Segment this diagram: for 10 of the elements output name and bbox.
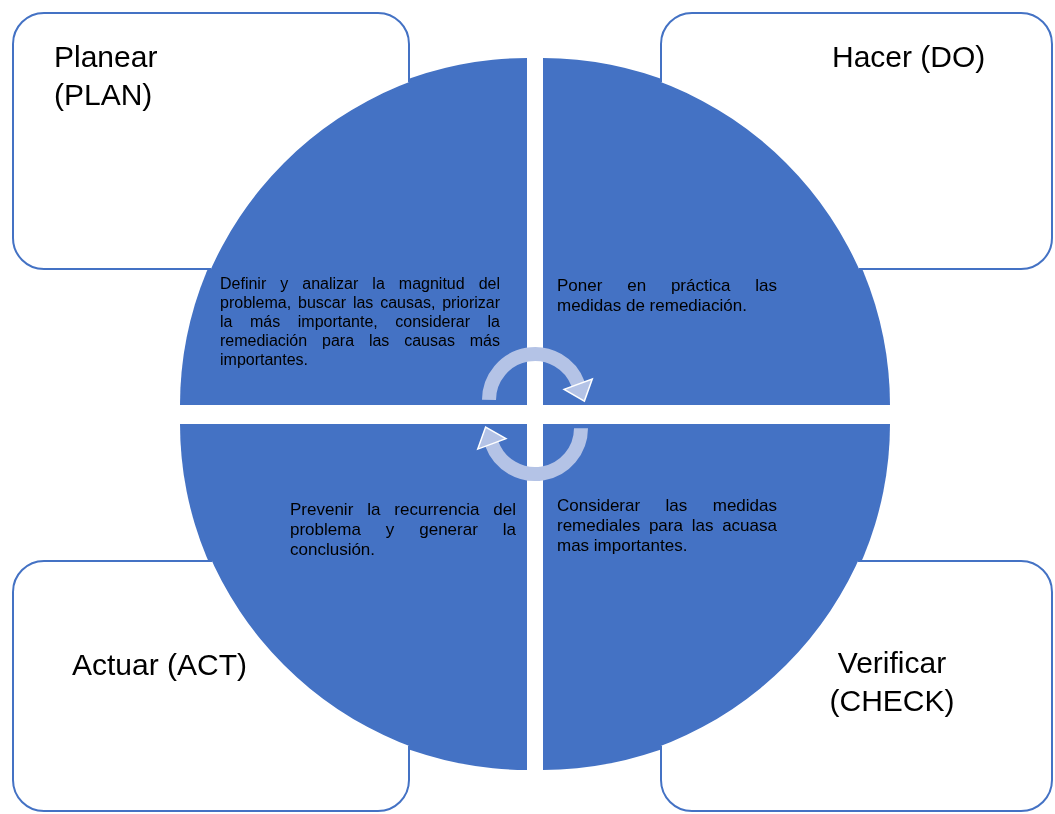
cycle-arrow [477, 426, 588, 481]
phase-title: Verificar (CHECK) [828, 645, 956, 719]
step-description: Prevenir la recurrencia del problema y generar la conclusión. [290, 500, 516, 560]
step-description: Definir y analizar la magnitud del problema, buscar las causas, priorizar la más importante, considerar la remediación para las causas más importantes. [220, 274, 500, 369]
phase-title: Actuar (ACT) [72, 647, 249, 683]
step-description: Considerar las medidas remediales para las acuasa mas importantes. [557, 496, 777, 556]
step-description: Poner en práctica las medidas de remediación. [557, 276, 777, 316]
phase-title: Hacer (DO) [832, 39, 987, 75]
phase-title: Planear (PLAN) [54, 39, 159, 113]
cycle-arrow [482, 347, 593, 402]
